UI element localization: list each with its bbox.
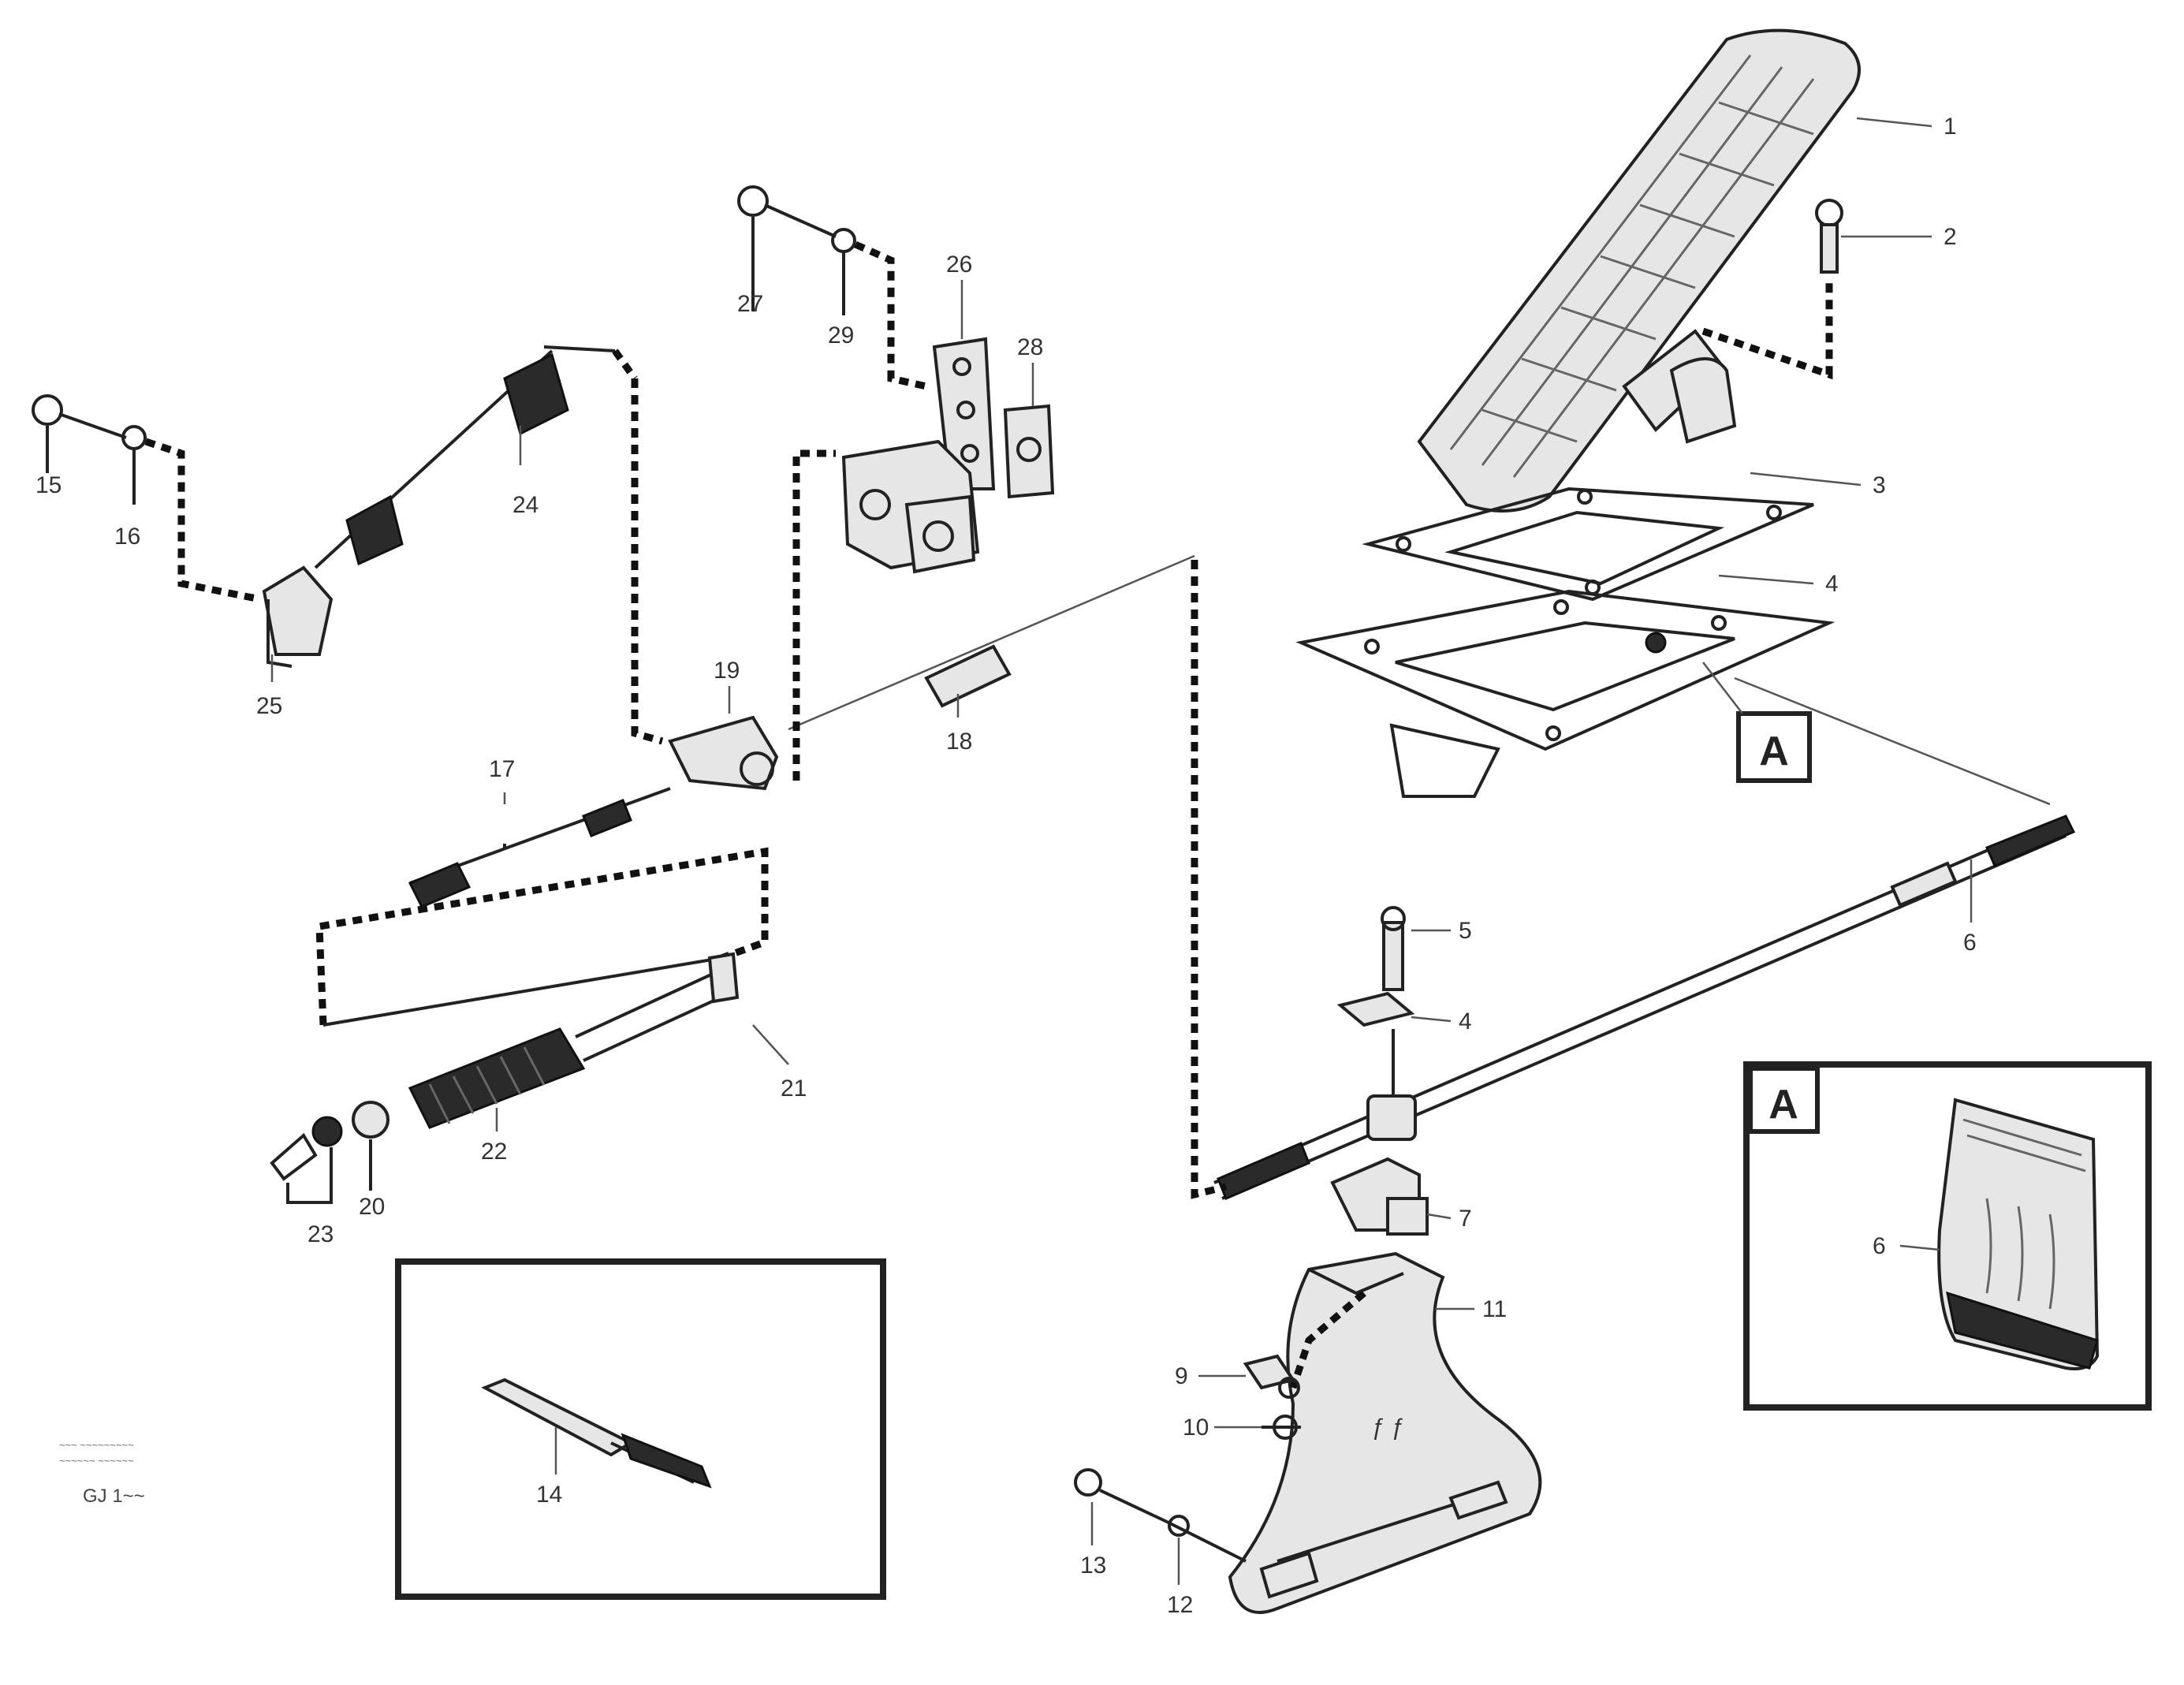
label-24: 24 bbox=[512, 492, 539, 518]
label-5: 5 bbox=[1459, 918, 1472, 944]
detail-callout-a: A bbox=[1702, 662, 1812, 783]
bolts-12-13 bbox=[1074, 1468, 1247, 1563]
label-25: 25 bbox=[256, 693, 282, 719]
label-6: 6 bbox=[1963, 930, 1977, 956]
label-2: 2 bbox=[1944, 224, 1957, 250]
fasteners-15-16 bbox=[32, 394, 261, 603]
label-20: 20 bbox=[359, 1194, 385, 1220]
block-part-19 bbox=[668, 715, 779, 791]
reference-note-2: ~~~~~~ ~~~~~~ bbox=[59, 1455, 134, 1467]
label-6-detail: 6 bbox=[1873, 1233, 1886, 1259]
inset-detail-14 bbox=[395, 1258, 886, 1600]
label-16: 16 bbox=[114, 524, 140, 550]
label-11: 11 bbox=[1482, 1296, 1507, 1322]
accelerator-pedal bbox=[1417, 28, 1861, 513]
label-22: 22 bbox=[481, 1139, 507, 1165]
callout-numbers: 1 2 3 4 5 4 6 7 9 10 11 13 12 14 15 16 1… bbox=[35, 114, 1977, 1618]
inset-detail-a: A 6 bbox=[1743, 1061, 2152, 1411]
label-19: 19 bbox=[714, 658, 740, 684]
sleeve-part-18 bbox=[924, 644, 1012, 708]
label-26: 26 bbox=[946, 252, 972, 278]
label-13: 13 bbox=[1080, 1553, 1106, 1579]
mounting-plate-lower bbox=[1295, 589, 1836, 798]
label-14: 14 bbox=[536, 1482, 562, 1508]
label-3: 3 bbox=[1873, 472, 1886, 498]
label-4: 4 bbox=[1825, 571, 1839, 597]
label-1: 1 bbox=[1944, 114, 1957, 140]
label-15: 15 bbox=[35, 472, 61, 498]
bracket-marking: ƒ ƒ bbox=[1372, 1415, 1405, 1441]
label-23: 23 bbox=[307, 1221, 334, 1247]
label-29: 29 bbox=[828, 322, 854, 349]
bolt-stack-middle bbox=[1330, 906, 1429, 1236]
mounting-plate-upper bbox=[1362, 486, 1814, 602]
label-7: 7 bbox=[1459, 1206, 1472, 1232]
upper-bracket-assembly bbox=[737, 185, 1055, 574]
label-10: 10 bbox=[1183, 1415, 1209, 1441]
label-21: 21 bbox=[781, 1075, 807, 1102]
label-27: 27 bbox=[737, 291, 763, 317]
label-18: 18 bbox=[946, 729, 972, 755]
screw-part-2 bbox=[1815, 199, 1843, 274]
bolts-9-10 bbox=[1243, 1354, 1301, 1440]
drawing-reference: ~~~ ~~~~~~~~~ ~~~~~~ ~~~~~~ GJ 1~~ bbox=[59, 1439, 145, 1507]
label-4-mid: 4 bbox=[1459, 1008, 1472, 1034]
upper-left-cable-assembly bbox=[314, 345, 638, 569]
reference-note-1: ~~~ ~~~~~~~~~ bbox=[59, 1439, 134, 1451]
label-9: 9 bbox=[1175, 1363, 1188, 1389]
bracket-part-25 bbox=[262, 565, 334, 668]
cable-and-spring-assembly bbox=[270, 787, 769, 1204]
floor-bracket: ƒ ƒ bbox=[1228, 1251, 1542, 1614]
inset-letter: A bbox=[1768, 1082, 1798, 1128]
label-28: 28 bbox=[1017, 334, 1043, 360]
label-12: 12 bbox=[1167, 1592, 1193, 1618]
callout-letter: A bbox=[1759, 729, 1789, 774]
drawing-code: GJ 1~~ bbox=[83, 1486, 145, 1507]
actuator-rod bbox=[1213, 677, 2076, 1200]
label-17: 17 bbox=[489, 756, 515, 782]
leader-lines bbox=[270, 117, 1973, 1585]
